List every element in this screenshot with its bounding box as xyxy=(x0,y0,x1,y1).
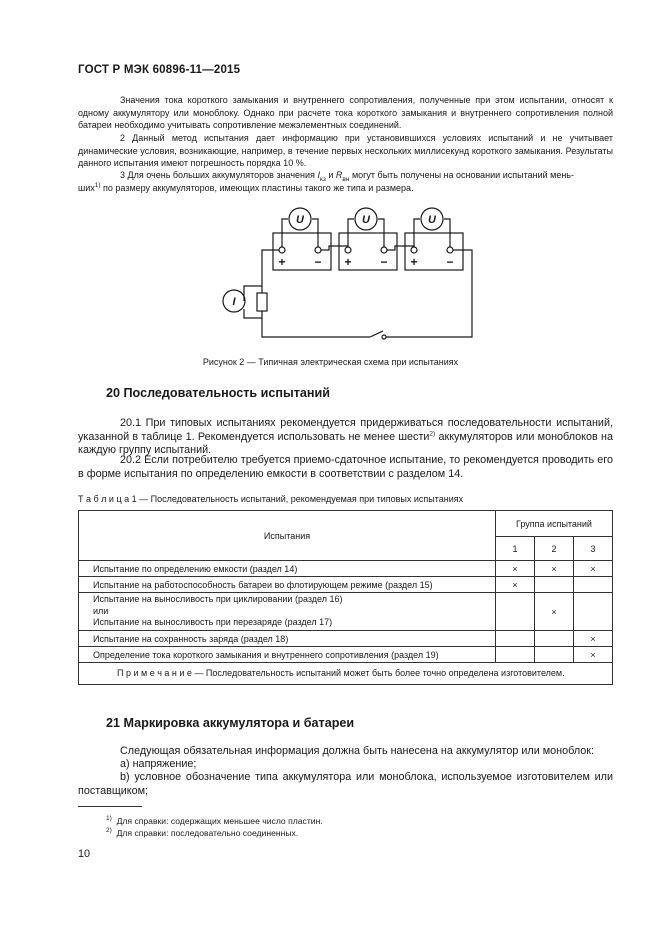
table-row: Испытание на сохранность заряда (раздел … xyxy=(78,630,613,647)
battery-cell-2 xyxy=(338,232,398,271)
figure-caption: Рисунок 2 — Типичная электрическая схема… xyxy=(202,357,459,367)
test-sequence-table: Испытания Группа испытаний 1 2 3 Испытан… xyxy=(78,510,613,685)
group-mark xyxy=(495,630,535,647)
intro-paragraph-1: Значения тока короткого замыкания и внут… xyxy=(78,95,613,131)
voltmeter-3 xyxy=(420,207,444,231)
group-mark xyxy=(534,630,574,647)
intro-paragraph-2: 2 Данный метод испытания дает информацию… xyxy=(78,133,613,169)
voltmeter-label-2: U xyxy=(362,214,371,226)
document-header: ГОСТ Р МЭК 60896-11—2015 xyxy=(78,64,241,76)
plus-sign-2: + xyxy=(344,255,351,269)
group-header-2: 2 xyxy=(534,536,574,561)
group-mark: × xyxy=(534,560,574,577)
table-row: Испытание на работоспособность батареи в… xyxy=(78,576,613,593)
footnote-1: 1) Для справки: содержащих меньшее число… xyxy=(106,815,323,826)
test-name: Определение тока короткого замыкания и в… xyxy=(78,646,496,663)
table-note-row: П р и м е ч а н и е — Последовательность… xyxy=(78,662,613,685)
group-mark: × xyxy=(573,630,613,647)
group-mark: × xyxy=(495,576,535,593)
voltmeter-label-1: U xyxy=(296,214,305,226)
voltmeter-1 xyxy=(288,207,312,231)
plus-sign-3: + xyxy=(410,255,417,269)
minus-sign-2: − xyxy=(380,255,387,269)
shunt-resistor xyxy=(256,292,268,312)
table-row: Определение тока короткого замыкания и в… xyxy=(78,646,613,663)
footnote-divider xyxy=(78,806,142,807)
minus-sign-3: − xyxy=(446,255,453,269)
table-title: Т а б л и ц а 1 — Последовательность исп… xyxy=(78,494,464,504)
test-name: Испытание на выносливость при циклирован… xyxy=(78,592,496,631)
group-mark: × xyxy=(573,560,613,577)
group-mark xyxy=(495,646,535,663)
section-20-paragraph-2: 20.2 Если потребителю требуется приемо-с… xyxy=(78,454,613,480)
group-mark xyxy=(573,576,613,593)
test-name: Испытание на работоспособность батареи в… xyxy=(78,576,496,593)
table-row: Испытание на выносливость при циклирован… xyxy=(78,592,613,631)
ammeter xyxy=(222,289,246,313)
plus-sign-1: + xyxy=(278,255,285,269)
battery-cell-1 xyxy=(272,232,332,271)
page-number: 10 xyxy=(78,848,91,860)
group-header-3: 3 xyxy=(573,536,613,561)
list-item-b: b) условное обозначение типа аккумулятор… xyxy=(78,771,613,797)
footnote-2: 2) Для справки: последовательно соединен… xyxy=(106,827,299,838)
voltmeter-2 xyxy=(354,207,378,231)
group-mark: × xyxy=(534,592,574,631)
section-20-heading: 20 Последовательность испытаний xyxy=(106,386,331,400)
group-mark xyxy=(534,646,574,663)
ammeter-label: I xyxy=(232,296,236,308)
group-mark: × xyxy=(495,560,535,577)
minus-sign-1: − xyxy=(314,255,321,269)
table-note: П р и м е ч а н и е — Последовательность… xyxy=(78,662,613,685)
voltmeter-label-3: U xyxy=(428,214,437,226)
group-mark xyxy=(573,592,613,631)
column-header-tests: Испытания xyxy=(78,510,496,561)
list-item-a: a) напряжение; xyxy=(120,758,197,770)
section-20-paragraph-1: 20.1 При типовых испытаниях рекомендуетс… xyxy=(78,417,613,456)
group-mark xyxy=(495,592,535,631)
test-name: Испытание по определению емкости (раздел… xyxy=(78,560,496,577)
column-header-group: Группа испытаний xyxy=(495,510,613,537)
group-mark xyxy=(534,576,574,593)
circuit-diagram: U U U I + − + − + − xyxy=(222,207,473,340)
section-21-heading: 21 Маркировка аккумулятора и батареи xyxy=(106,716,355,730)
test-name: Испытание на сохранность заряда (раздел … xyxy=(78,630,496,647)
group-header-1: 1 xyxy=(495,536,535,561)
group-mark: × xyxy=(573,646,613,663)
battery-cell-3 xyxy=(404,232,464,271)
section-21-paragraph: Следующая обязательная информация должна… xyxy=(120,745,594,757)
table-row: Испытание по определению емкости (раздел… xyxy=(78,560,613,577)
intro-paragraph-3: 3 Для очень больших аккумуляторов значен… xyxy=(78,170,574,193)
